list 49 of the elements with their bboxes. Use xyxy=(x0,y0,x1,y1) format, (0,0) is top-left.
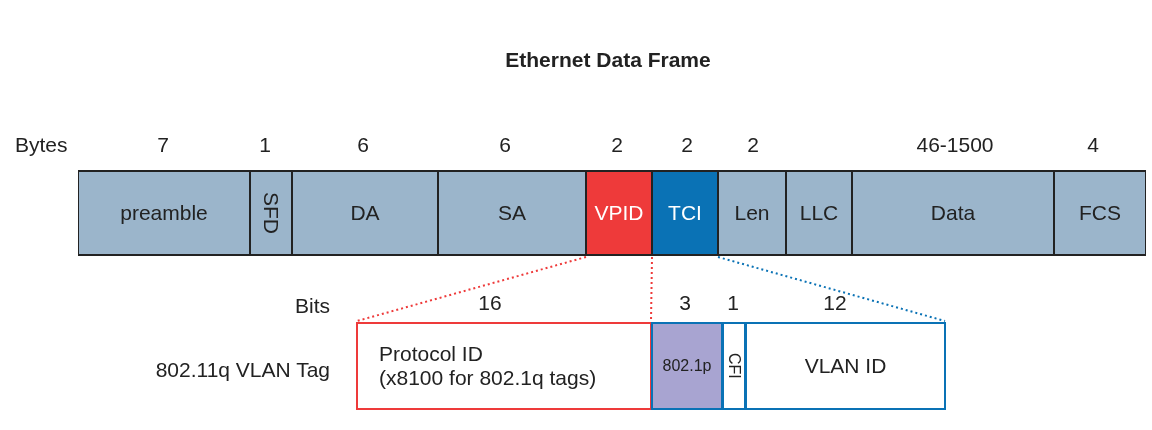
row-label: 802.11q VLAN Tag xyxy=(155,358,330,382)
field-name: 802.1p xyxy=(662,357,712,375)
field-name: FCS xyxy=(1079,201,1121,225)
frame-field-box xyxy=(852,170,1054,256)
field-name: VLAN ID xyxy=(804,354,887,378)
frame-field-box xyxy=(586,170,652,256)
field-name: SFD xyxy=(259,192,283,234)
frame-field-box xyxy=(438,170,586,256)
leader-line xyxy=(356,256,587,322)
byte-count: 6 xyxy=(357,133,369,157)
leader-line xyxy=(650,256,653,322)
frame-field-box xyxy=(78,170,250,256)
tag-field-box xyxy=(745,322,946,410)
byte-count: 2 xyxy=(611,133,623,157)
field-name: CFI xyxy=(725,353,743,379)
byte-count: 46-1500 xyxy=(916,133,994,157)
byte-count: 7 xyxy=(157,133,169,157)
bit-count: 12 xyxy=(823,291,847,315)
byte-count: 6 xyxy=(499,133,511,157)
tag-field-box xyxy=(722,322,746,410)
field-name: LLC xyxy=(799,201,839,225)
tag-field-box xyxy=(651,322,723,410)
byte-count: 2 xyxy=(747,133,759,157)
frame-field-box xyxy=(718,170,786,256)
field-name: Protocol ID xyxy=(379,342,484,366)
bit-count: 1 xyxy=(727,291,739,315)
field-name: Data xyxy=(930,201,976,225)
frame-field-box xyxy=(1054,170,1146,256)
field-name: VPID xyxy=(594,201,644,225)
field-name: DA xyxy=(350,201,380,225)
bit-count: 16 xyxy=(478,291,502,315)
field-name: Len xyxy=(734,201,770,225)
frame-field-box xyxy=(652,170,718,256)
field-name: TCI xyxy=(668,201,702,225)
field-name: SA xyxy=(498,201,526,225)
frame-field-box xyxy=(786,170,852,256)
frame-field-box xyxy=(250,170,292,256)
leader-line xyxy=(717,256,946,322)
axis-label: Bytes xyxy=(15,133,68,157)
frame-field-box xyxy=(292,170,438,256)
tag-field-box xyxy=(356,322,652,410)
bit-count: 3 xyxy=(679,291,691,315)
field-name: (x8100 for 802.1q tags) xyxy=(379,366,598,390)
axis-label: Bits xyxy=(295,294,330,318)
byte-count: 4 xyxy=(1087,133,1099,157)
byte-count: 1 xyxy=(259,133,271,157)
diagram-title: Ethernet Data Frame xyxy=(505,48,711,72)
byte-count: 2 xyxy=(681,133,693,157)
field-name: preamble xyxy=(120,201,208,225)
